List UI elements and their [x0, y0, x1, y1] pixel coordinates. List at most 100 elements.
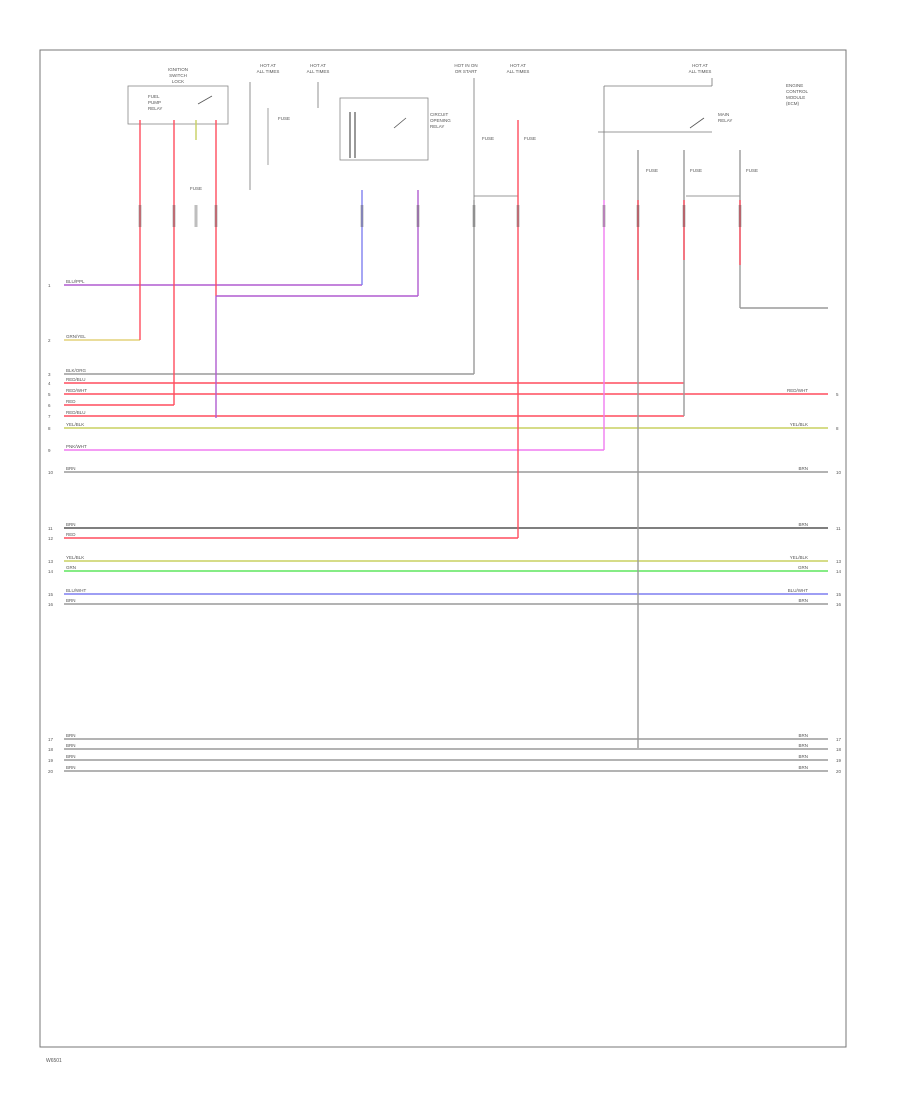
wire-label-left: BRN [66, 765, 76, 770]
wire-number: 8 [48, 426, 51, 431]
relay-box [339, 97, 429, 161]
wire-number-right: 18 [836, 747, 842, 752]
wire-label-left: BRN [66, 522, 76, 527]
component-title: ENGINE [786, 83, 803, 88]
component-title: IGNITION [168, 67, 188, 72]
wire-number-right: 11 [836, 526, 841, 531]
wire-label-right: RED/WHT [787, 388, 808, 393]
component-label: FUEL [148, 94, 160, 99]
component-circuit-opening-relay: HOT IN ON OR START HOT AT ALL TIMES CIRC… [339, 63, 536, 200]
component-label: RELAY [148, 106, 162, 111]
connector-mark [472, 205, 476, 227]
connector-mark [682, 205, 686, 227]
wire-number: 16 [48, 602, 54, 607]
wire-number-right: 13 [836, 559, 842, 564]
fuse-label: FUSE [690, 168, 702, 173]
fuse-label: FUSE [646, 168, 658, 173]
relay-label: RELAY [718, 118, 732, 123]
wire-label-left: YEL/BLK [66, 422, 84, 427]
wire-number-right: 20 [836, 769, 842, 774]
wire-number: 9 [48, 448, 51, 453]
wire: 6 RED [48, 399, 174, 408]
relay-label: CIRCUIT [430, 112, 448, 117]
component-title: ALL TIMES [689, 69, 712, 74]
wire-number: 7 [48, 414, 51, 419]
wire-number-right: 16 [836, 602, 842, 607]
wire-label-right: BRN [798, 466, 808, 471]
wire-label-left: BRN [66, 733, 76, 738]
wire-number: 6 [48, 403, 51, 408]
wire: 2 GRN/YEL [48, 334, 140, 343]
wire-number: 5 [48, 392, 51, 397]
component-label: PUMP [148, 100, 161, 105]
wire-label-left: RED/WHT [66, 388, 87, 393]
connector-mark [138, 205, 142, 227]
wire-number: 20 [48, 769, 54, 774]
fuse-label: FUSE [278, 116, 290, 121]
wire: 4 RED/BLU [48, 377, 684, 386]
wire-number: 13 [48, 559, 54, 564]
component-title: HOT AT [510, 63, 526, 68]
diagram-frame [39, 49, 847, 1048]
component-title: ALL TIMES [507, 69, 530, 74]
wire-number-right: 17 [836, 737, 842, 742]
fuse-label: FUSE [746, 168, 758, 173]
wire-number: 1 [48, 283, 51, 288]
fuse-label: FUSE [482, 136, 494, 141]
wire-number: 14 [48, 569, 54, 574]
relay-label: RELAY [430, 124, 444, 129]
wire-label-left: BRN [66, 466, 76, 471]
wire-number: 18 [48, 747, 54, 752]
wire-number-right: 14 [836, 569, 842, 574]
component-ecm: ENGINE CONTROL MODULE (ECM) [786, 83, 808, 106]
component-title: HOT IN ON [454, 63, 477, 68]
wire-label-left: YEL/BLK [66, 555, 84, 560]
component-title: HOT AT [260, 63, 276, 68]
connector-mark [172, 205, 176, 227]
wire-number-right: 15 [836, 592, 842, 597]
connector-mark [214, 205, 218, 227]
wire-number: 17 [48, 737, 54, 742]
wire: 9 PNK/WHT [48, 444, 604, 453]
wire-number-right: 5 [836, 392, 839, 397]
wire: 7 RED/BLU [48, 410, 684, 419]
wire-number: 4 [48, 381, 51, 386]
wire-label-left: GRN/YEL [66, 334, 86, 339]
connector-mark [360, 205, 364, 227]
component-title: ALL TIMES [307, 69, 330, 74]
component-title: HOT AT [310, 63, 326, 68]
wire-label-left: PNK/WHT [66, 444, 87, 449]
wire-harness: 1BLU/PPL2GRN/YEL3BLK/ORG4RED/BLU5RED/WHT… [48, 279, 842, 774]
wire-label-left: BRN [66, 598, 76, 603]
wire-number: 3 [48, 372, 51, 377]
component-box [127, 85, 229, 125]
wire-label-right: YEL/BLK [790, 422, 808, 427]
wire-number-right: 19 [836, 758, 842, 763]
relay-label: OPENING [430, 118, 451, 123]
wire-label-left: RED/BLU [66, 377, 86, 382]
connector-label: FUSE [190, 186, 202, 191]
diagram-code: W6501 [46, 1058, 62, 1064]
vertical-drops [138, 120, 828, 748]
wire-label-left: RED [66, 532, 76, 537]
wire-label-right: BRN [798, 522, 808, 527]
connector-mark [416, 205, 420, 227]
wire-label-left: RED/BLU [66, 410, 86, 415]
relay-switch [689, 117, 705, 129]
wire-number: 10 [48, 470, 54, 475]
wire-number: 12 [48, 536, 54, 541]
wire-label-left: RED [66, 399, 76, 404]
wire-number: 2 [48, 338, 51, 343]
wire: 12 RED [48, 532, 518, 541]
wire-label-left: BLU/WHT [66, 588, 87, 593]
component-title: MODULE [786, 95, 805, 100]
relay-label: MAIN [718, 112, 729, 117]
component-main-relay: HOT AT ALL TIMES MAIN RELAY FUSE FUSE FU… [598, 63, 758, 200]
